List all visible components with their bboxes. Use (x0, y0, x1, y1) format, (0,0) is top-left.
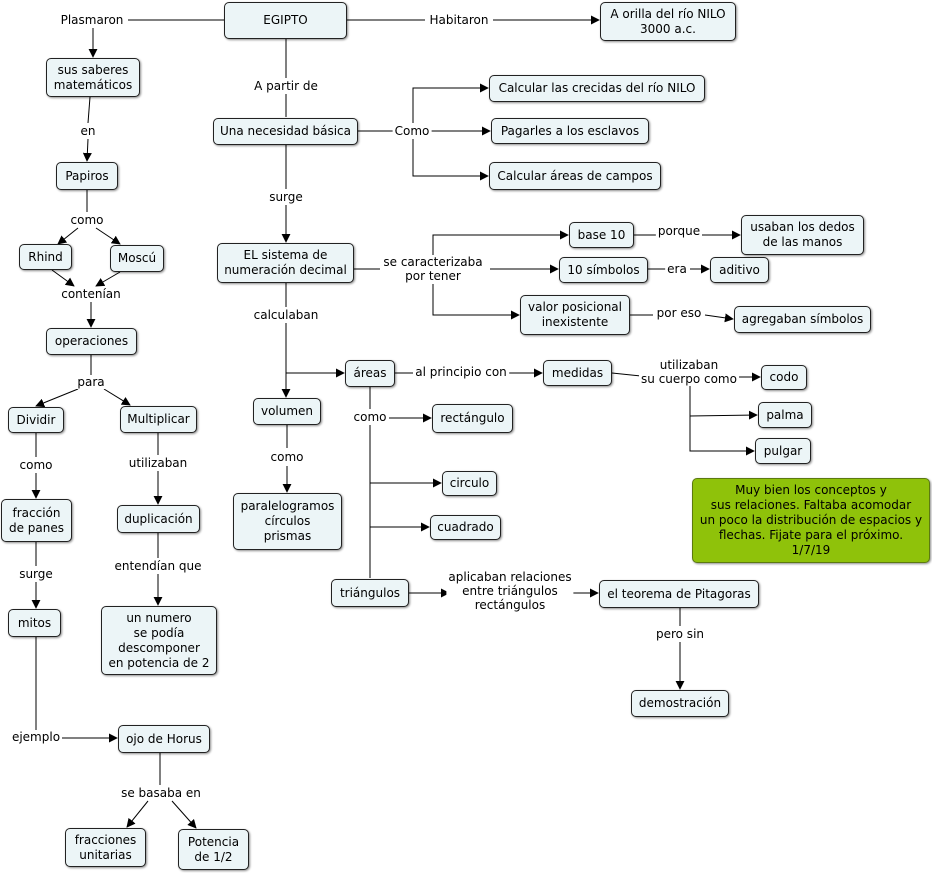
link-utilizaban-multiplicar[interactable]: utilizaban (126, 456, 190, 470)
link-a-partir-de[interactable]: A partir de (252, 79, 320, 93)
node-operaciones[interactable]: operaciones (46, 328, 137, 355)
link-como-papiros[interactable]: como (68, 213, 106, 227)
node-numero-potencia[interactable]: un numero se podía descomponer en potenc… (101, 606, 217, 675)
node-dividir[interactable]: Dividir (8, 407, 64, 433)
node-valor-posicional[interactable]: valor posicional inexistente (520, 295, 630, 335)
edge-saberes-en (87, 96, 91, 124)
node-paralelogramos[interactable]: paralelogramos círculos prismas (233, 493, 342, 550)
node-egipto[interactable]: EGIPTO (224, 2, 347, 39)
node-circulo[interactable]: circulo (442, 471, 497, 496)
node-areas[interactable]: áreas (345, 360, 395, 387)
link-para[interactable]: para (75, 375, 107, 389)
edge-sebasaba-fracciones (126, 800, 149, 828)
node-necesidad-basica[interactable]: Una necesidad básica (213, 118, 358, 145)
edge-como-rhind (57, 227, 79, 245)
link-era[interactable]: era (665, 262, 689, 276)
link-surge-sistema[interactable]: surge (267, 190, 305, 204)
node-orilla-nilo[interactable]: A orilla del río NILO 3000 a.c. (600, 2, 736, 41)
link-por-eso[interactable]: por eso (654, 306, 704, 320)
link-porque[interactable]: porque (655, 224, 703, 238)
edge-para-multiplicar (103, 388, 131, 406)
node-saberes-matematicos[interactable]: sus saberes matemáticos (46, 58, 140, 97)
node-cuadrado[interactable]: cuadrado (430, 515, 501, 540)
node-calcular-crecidas[interactable]: Calcular las crecidas del río NILO (489, 75, 705, 102)
edge-car-base10 (432, 230, 569, 258)
node-palma[interactable]: palma (758, 402, 812, 428)
link-habitaron[interactable]: Habitaron (427, 13, 491, 27)
node-pulgar[interactable]: pulgar (755, 438, 811, 464)
node-ojo-horus[interactable]: ojo de Horus (118, 725, 210, 753)
node-aditivo[interactable]: aditivo (710, 257, 769, 283)
link-al-principio-con[interactable]: al principio con (413, 365, 509, 379)
link-pero-sin[interactable]: pero sin (653, 627, 707, 641)
edge-para-dividir (35, 388, 79, 408)
node-agregaban-simbolos[interactable]: agregaban símbolos (734, 306, 871, 333)
node-fraccion-panes[interactable]: fracción de panes (1, 499, 72, 542)
edge-poreso-agregaban (704, 313, 734, 323)
link-plasmaron[interactable]: Plasmaron (58, 13, 126, 27)
node-rectangulo[interactable]: rectángulo (432, 404, 513, 433)
node-nota-evaluacion[interactable]: Muy bien los conceptos y sus relaciones.… (692, 478, 930, 563)
link-utilizaban-cuerpo[interactable]: utilizaban su cuerpo como (639, 358, 739, 386)
edge-utilizaban-pulgar (689, 416, 755, 456)
link-entendian-que[interactable]: entendían que (112, 559, 204, 573)
edge-sebasaba-potencia (171, 800, 197, 829)
node-teorema-pitagoras[interactable]: el teorema de Pitagoras (599, 580, 759, 608)
edge-moscu-contenian (95, 271, 121, 287)
link-como-volumen[interactable]: como (268, 450, 306, 464)
link-calculaban[interactable]: calculaban (251, 308, 321, 322)
edge-car-valor (432, 284, 520, 320)
node-calcular-areas-campos[interactable]: Calcular áreas de campos (489, 162, 661, 190)
node-moscu[interactable]: Moscú (110, 245, 164, 272)
node-codo[interactable]: codo (761, 365, 807, 390)
node-triangulos[interactable]: triángulos (331, 579, 409, 607)
node-10-simbolos[interactable]: 10 símbolos (559, 257, 648, 283)
link-ejemplo[interactable]: ejemplo (9, 730, 63, 744)
node-medidas[interactable]: medidas (543, 360, 612, 386)
node-papiros[interactable]: Papiros (56, 162, 118, 190)
edge-utilizaban-palma (689, 386, 758, 420)
link-se-caracterizaba[interactable]: se caracterizaba por tener (381, 255, 485, 283)
link-se-basaba-en[interactable]: se basaba en (119, 786, 203, 800)
node-potencia-medio[interactable]: Potencia de 1/2 (178, 829, 249, 870)
node-duplicacion[interactable]: duplicación (117, 505, 200, 533)
edge-como-crecidas (412, 83, 489, 123)
link-surge-fraccion[interactable]: surge (17, 567, 55, 581)
edge-como-moscu (95, 227, 121, 245)
link-en[interactable]: en (78, 124, 98, 138)
node-multiplicar[interactable]: Multiplicar (120, 406, 197, 433)
node-base-10[interactable]: base 10 (569, 222, 634, 248)
node-volumen[interactable]: volumen (253, 398, 321, 425)
link-aplicaban-relaciones[interactable]: aplicaban relaciones entre triángulos re… (446, 570, 574, 612)
node-pagarles-esclavos[interactable]: Pagarles a los esclavos (491, 118, 649, 144)
edge-rhind-contenian (51, 269, 75, 287)
edge-como-campos (412, 139, 489, 181)
node-usaban-dedos[interactable]: usaban los dedos de las manos (741, 215, 864, 255)
link-contenian[interactable]: contenían (59, 287, 123, 301)
link-como-areas[interactable]: como (351, 410, 389, 424)
edge-en-papiros (82, 138, 92, 162)
edge-medidas-utilizaban (611, 372, 642, 377)
node-mitos[interactable]: mitos (8, 609, 61, 637)
link-como-necesidad[interactable]: Como (392, 124, 432, 138)
link-como-dividir[interactable]: como (17, 458, 55, 472)
node-fracciones-unitarias[interactable]: fracciones unitarias (65, 828, 146, 867)
node-sistema-decimal[interactable]: EL sistema de numeración decimal (217, 243, 354, 283)
node-rhind[interactable]: Rhind (19, 244, 72, 270)
node-demostracion[interactable]: demostración (631, 690, 729, 717)
